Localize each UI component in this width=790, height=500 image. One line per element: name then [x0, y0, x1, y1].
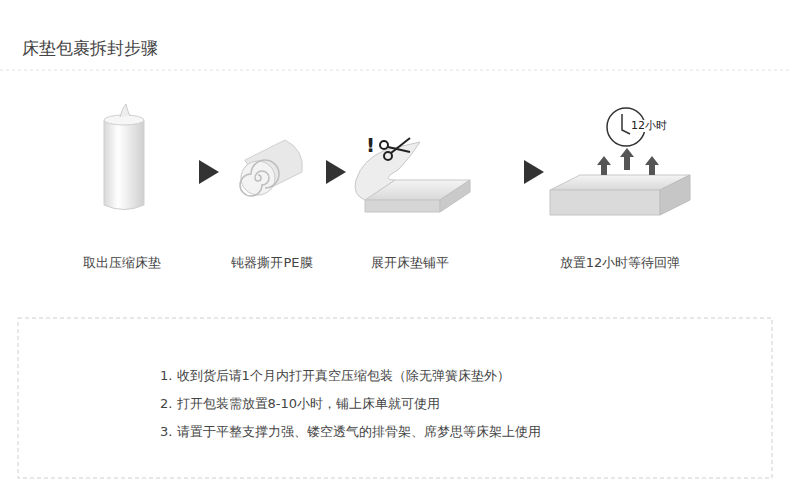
step-box: 展开床垫铺平	[345, 100, 525, 280]
rolled-mattress-upright	[104, 104, 144, 210]
divider-line	[0, 70, 790, 71]
step-caption: 钝器撕开PE膜	[231, 254, 312, 272]
step-caption: 取出压缩床垫	[83, 254, 161, 272]
clock-label: 12小时	[630, 120, 668, 132]
step-caption: 放置12小时等待回弹	[560, 254, 681, 272]
step-box: 取出压缩床垫	[45, 100, 200, 280]
warning-mark: !	[366, 134, 375, 156]
flat-mattress	[550, 108, 690, 215]
step-caption: 展开床垫铺平	[371, 254, 449, 272]
note-text: 1. 收到货后请1个月内打开真空压缩包装（除无弹簧床垫外）	[160, 362, 541, 390]
scissors-icon	[380, 138, 410, 160]
note-text: 3. 请置于平整支撑力强、镂空透气的排骨架、席梦思等床架上使用	[160, 418, 541, 446]
rolled-mattress	[240, 140, 302, 196]
notes-box: 1. 收到货后请1个月内打开真空压缩包装（除无弹簧床垫外）2. 打开包装需放置8…	[18, 318, 772, 478]
step-box: 钝器撕开PE膜	[218, 100, 328, 280]
step-box: 放置12小时等待回弹	[543, 100, 700, 280]
step-arrow	[328, 170, 342, 174]
diagram-title: 床垫包裹拆封步骤	[22, 37, 158, 60]
notes-frame	[18, 318, 772, 478]
step-arrow	[525, 170, 540, 174]
step-arrow	[200, 170, 215, 174]
note-text: 2. 打开包装需放置8-10小时，铺上床单就可使用	[160, 390, 541, 418]
